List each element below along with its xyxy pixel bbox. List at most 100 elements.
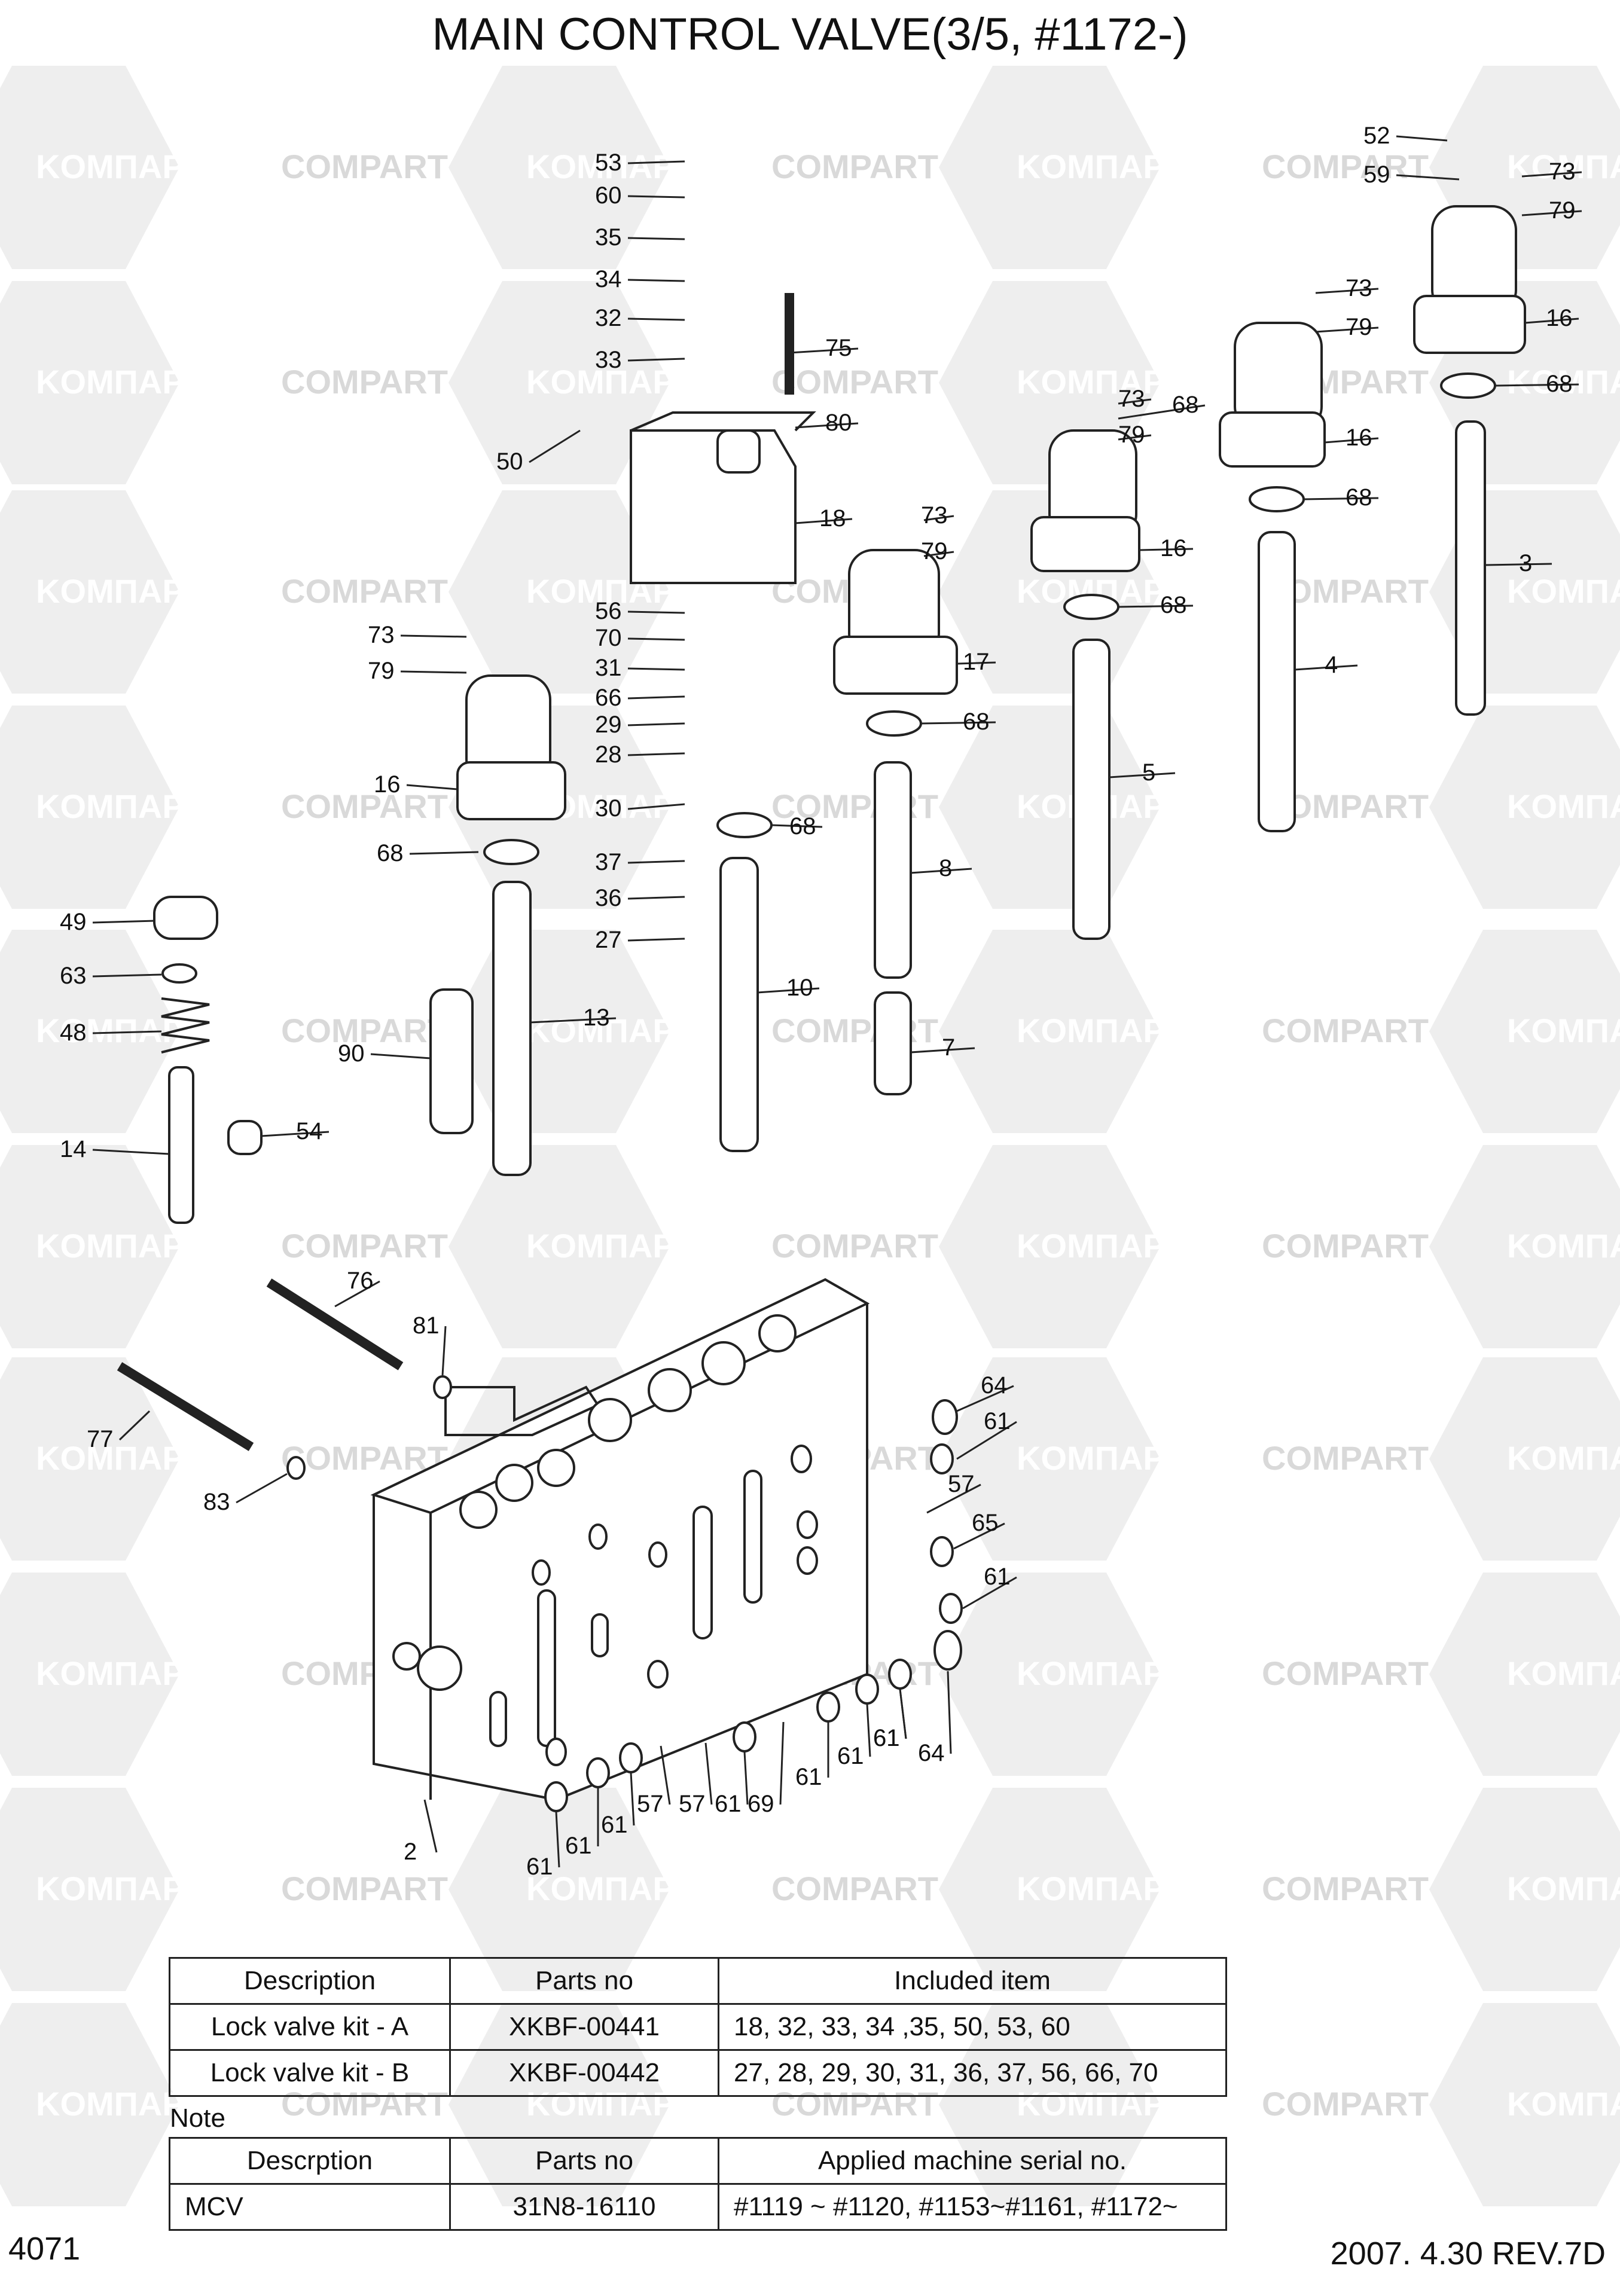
watermark-text: KOMПАРТ xyxy=(1507,572,1620,610)
o-ring-61 xyxy=(939,1593,963,1624)
callout-label: 61 xyxy=(795,1764,822,1790)
table-cell: 18, 32, 33, 34 ,35, 50, 53, 60 xyxy=(718,2003,1227,2051)
leader-line xyxy=(409,851,479,855)
table-header-row: Description Parts no Included item xyxy=(169,1957,1227,2005)
leader-line xyxy=(627,803,685,810)
callout-label: 68 xyxy=(1160,592,1187,618)
watermark-text: COMPART xyxy=(281,148,448,185)
callout-label: 16 xyxy=(374,771,401,798)
callout-label: 68 xyxy=(1172,392,1199,418)
callout-label: 73 xyxy=(1118,386,1145,412)
callout-label: 68 xyxy=(963,709,990,735)
leader-line xyxy=(555,1811,560,1868)
leader-line xyxy=(899,1689,907,1739)
callout-label: 31 xyxy=(595,655,622,681)
leader-line xyxy=(956,1385,1014,1412)
callout-label: 53 xyxy=(595,149,622,176)
callout-label: 28 xyxy=(595,741,622,768)
bolt-part-76 xyxy=(266,1278,404,1370)
pilot-cap-part-16-left xyxy=(456,674,566,820)
leader-line xyxy=(743,1751,749,1805)
watermark-text: COMPART xyxy=(1262,1012,1429,1049)
spool-part-13 xyxy=(492,881,532,1176)
watermark-text: KOMПАРТ xyxy=(36,572,205,610)
leader-line xyxy=(1521,171,1582,178)
callout-label: 27 xyxy=(595,927,622,953)
table-cell: 31N8-16110 xyxy=(449,2183,719,2231)
leader-line xyxy=(1324,437,1379,444)
lock-valve-kit-table: Description Parts no Included item Lock … xyxy=(169,1957,1227,2097)
leader-line xyxy=(1294,664,1358,671)
o-ring-64 xyxy=(933,1630,962,1671)
callout-label: 76 xyxy=(347,1268,374,1294)
leader-line xyxy=(1315,326,1379,333)
leader-line xyxy=(910,1047,975,1054)
leader-line xyxy=(627,610,685,614)
leader-line xyxy=(789,347,859,354)
table-header: Applied machine serial no. xyxy=(718,2137,1227,2185)
watermark-text: COMPART xyxy=(1262,1870,1429,1907)
table-cell: Lock valve kit - B xyxy=(169,2049,451,2097)
table-row: Lock valve kit - B XKBF-00442 27, 28, 29… xyxy=(169,2049,1227,2097)
watermark-text: KOMПАРТ xyxy=(526,1870,695,1907)
callout-label: 18 xyxy=(819,505,846,532)
watermark-text: KOMПАРТ xyxy=(1507,787,1620,825)
watermark-text: KOMПАРТ xyxy=(36,148,205,185)
leader-line xyxy=(1118,404,1206,420)
callout-label: 68 xyxy=(377,840,404,866)
callout-label: 16 xyxy=(1346,425,1372,451)
leader-line xyxy=(630,1772,635,1826)
callout-label: 3 xyxy=(1519,550,1532,576)
block-part-18 xyxy=(630,429,797,584)
callout-label: 61 xyxy=(601,1812,628,1838)
callout-label: 61 xyxy=(873,1725,900,1751)
watermark-text: COMPART xyxy=(281,787,448,825)
watermark-text: KOMПАРТ xyxy=(1017,148,1185,185)
watermark-text: COMPART xyxy=(771,1012,938,1049)
leader-line xyxy=(627,860,685,864)
watermark-text: COMPART xyxy=(771,1870,938,1907)
watermark-text: KOMПАРТ xyxy=(1017,363,1185,401)
spring-part-48 xyxy=(161,997,210,1054)
o-ring-65 xyxy=(930,1536,954,1567)
table-row: Lock valve kit - A XKBF-00441 18, 32, 33… xyxy=(169,2003,1227,2051)
leader-line xyxy=(627,637,685,641)
leader-line xyxy=(627,237,685,240)
watermark-text: KOMПАРТ xyxy=(36,787,205,825)
table-cell: #1119 ~ #1120, #1153~#1161, #1172~ xyxy=(718,2183,1227,2231)
spool-part-3 xyxy=(1455,420,1486,716)
table-cell: 27, 28, 29, 30, 31, 36, 37, 56, 66, 70 xyxy=(718,2049,1227,2097)
o-ring-61 xyxy=(586,1757,610,1788)
watermark-text: COMPART xyxy=(1262,148,1429,185)
watermark-text: COMPART xyxy=(281,1870,448,1907)
o-ring-68 xyxy=(1440,373,1496,399)
watermark-text: KOMПАРТ xyxy=(1507,2085,1620,2123)
note-label: Note xyxy=(170,2103,225,2133)
callout-label: 77 xyxy=(87,1426,114,1452)
callout-label: 65 xyxy=(972,1510,999,1536)
callout-label: 81 xyxy=(413,1312,440,1339)
watermark-text: COMPART xyxy=(281,1227,448,1265)
watermark-text: KOMПАРТ xyxy=(1507,1227,1620,1265)
callout-label: 54 xyxy=(296,1118,323,1144)
callout-label: 7 xyxy=(942,1034,955,1061)
callout-label: 79 xyxy=(1118,422,1145,448)
leader-line xyxy=(92,973,162,978)
leader-line xyxy=(1118,398,1152,405)
callout-label: 37 xyxy=(595,849,622,875)
leader-line xyxy=(370,1053,431,1060)
leader-line xyxy=(1118,434,1152,441)
spool-part-4 xyxy=(1258,531,1296,832)
leader-line xyxy=(423,1799,438,1853)
